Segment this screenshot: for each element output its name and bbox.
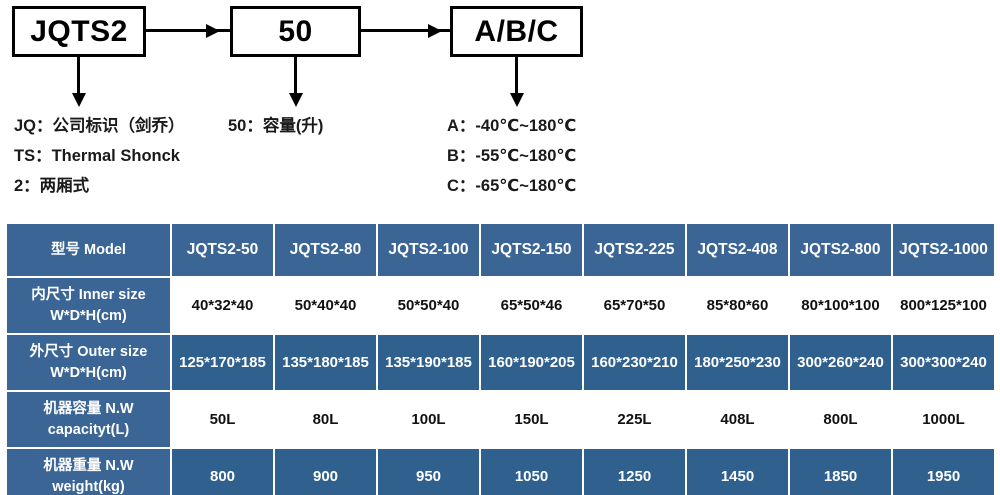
diagram-box-capacity: 50 <box>230 6 361 57</box>
legend-line-c: C：-65℃~180℃ <box>447 177 577 195</box>
cell-weight-1: 900 <box>275 449 376 495</box>
row-label-capacity-line2: capacityt(L) <box>47 421 130 438</box>
header-model-6: JQTS2-800 <box>790 224 891 276</box>
row-label-inner-size: 内尺寸 Inner size W*D*H(cm) <box>7 278 170 333</box>
cell-inner-3: 65*50*46 <box>481 278 582 333</box>
cell-inner-6: 80*100*100 <box>790 278 891 333</box>
row-label-inner-size-line2: W*D*H(cm) <box>50 307 127 324</box>
row-label-outer-size-line2: W*D*H(cm) <box>50 364 127 381</box>
specification-table: 型号 Model JQTS2-50 JQTS2-80 JQTS2-100 JQT… <box>5 222 996 495</box>
model-code-diagram: JQTS2 50 A/B/C JQ：公司标识（剑乔） TS：Thermal Sh… <box>0 0 1000 212</box>
header-label-model: 型号 Model <box>7 224 170 276</box>
cell-outer-4: 160*230*210 <box>584 335 685 390</box>
table-row-weight: 机器重量 N.W weight(kg) 800 900 950 1050 125… <box>7 449 994 495</box>
cell-outer-6: 300*260*240 <box>790 335 891 390</box>
cell-capacity-1: 80L <box>275 392 376 447</box>
cell-weight-7: 1950 <box>893 449 994 495</box>
cell-weight-4: 1250 <box>584 449 685 495</box>
cell-inner-7: 800*125*100 <box>893 278 994 333</box>
arrow-down-icon-2 <box>288 93 303 107</box>
row-label-outer-size: 外尺寸 Outer size W*D*H(cm) <box>7 335 170 390</box>
cell-weight-3: 1050 <box>481 449 582 495</box>
table-row-inner-size: 内尺寸 Inner size W*D*H(cm) 40*32*40 50*40*… <box>7 278 994 333</box>
cell-weight-5: 1450 <box>687 449 788 495</box>
legend-model-prefix: JQ：公司标识（剑乔） TS：Thermal Shonck 2：两厢式 <box>14 111 185 201</box>
connector-line-1 <box>146 29 230 32</box>
legend-line-b: B：-55℃~180℃ <box>447 147 577 165</box>
cell-capacity-4: 225L <box>584 392 685 447</box>
legend-line-ts: TS：Thermal Shonck <box>14 147 180 165</box>
legend-temp-class: A：-40℃~180℃ B：-55℃~180℃ C：-65℃~180℃ <box>447 111 576 201</box>
cell-inner-4: 65*70*50 <box>584 278 685 333</box>
drop-line-1 <box>77 57 80 96</box>
header-model-3: JQTS2-150 <box>481 224 582 276</box>
cell-weight-0: 800 <box>172 449 273 495</box>
legend-capacity: 50：容量(升) <box>228 111 323 141</box>
arrow-down-icon-1 <box>71 93 86 107</box>
diagram-box-temp-class: A/B/C <box>450 6 583 57</box>
cell-weight-6: 1850 <box>790 449 891 495</box>
drop-line-2 <box>294 57 297 96</box>
cell-outer-0: 125*170*185 <box>172 335 273 390</box>
cell-capacity-3: 150L <box>481 392 582 447</box>
row-label-weight-line1: 机器重量 N.W <box>43 457 134 474</box>
row-label-capacity: 机器容量 N.W capacityt(L) <box>7 392 170 447</box>
cell-outer-2: 135*190*185 <box>378 335 479 390</box>
drop-line-3 <box>515 57 518 96</box>
cell-weight-2: 950 <box>378 449 479 495</box>
header-model-1: JQTS2-80 <box>275 224 376 276</box>
cell-inner-5: 85*80*60 <box>687 278 788 333</box>
header-model-4: JQTS2-225 <box>584 224 685 276</box>
legend-line-2: 2：两厢式 <box>14 177 90 195</box>
row-label-outer-size-line1: 外尺寸 Outer size <box>29 343 148 360</box>
table-row-capacity: 机器容量 N.W capacityt(L) 50L 80L 100L 150L … <box>7 392 994 447</box>
row-label-capacity-line1: 机器容量 N.W <box>43 400 134 417</box>
connector-line-2 <box>361 29 450 32</box>
cell-capacity-2: 100L <box>378 392 479 447</box>
cell-capacity-6: 800L <box>790 392 891 447</box>
header-model-0: JQTS2-50 <box>172 224 273 276</box>
cell-inner-1: 50*40*40 <box>275 278 376 333</box>
table-header-row: 型号 Model JQTS2-50 JQTS2-80 JQTS2-100 JQT… <box>7 224 994 276</box>
legend-line-a: A：-40℃~180℃ <box>447 117 577 135</box>
header-model-5: JQTS2-408 <box>687 224 788 276</box>
row-label-inner-size-line1: 内尺寸 Inner size <box>31 286 146 303</box>
cell-capacity-0: 50L <box>172 392 273 447</box>
cell-inner-0: 40*32*40 <box>172 278 273 333</box>
diagram-box-model-prefix: JQTS2 <box>12 6 146 57</box>
cell-inner-2: 50*50*40 <box>378 278 479 333</box>
legend-line-capacity: 50：容量(升) <box>228 117 324 135</box>
header-model-7: JQTS2-1000 <box>893 224 994 276</box>
cell-outer-5: 180*250*230 <box>687 335 788 390</box>
legend-line-jq: JQ：公司标识（剑乔） <box>14 117 185 135</box>
arrow-down-icon-3 <box>509 93 524 107</box>
cell-outer-1: 135*180*185 <box>275 335 376 390</box>
header-model-2: JQTS2-100 <box>378 224 479 276</box>
row-label-weight-line2: weight(kg) <box>52 478 125 495</box>
arrow-right-icon-2 <box>428 23 442 38</box>
arrow-right-icon-1 <box>206 23 220 38</box>
cell-capacity-5: 408L <box>687 392 788 447</box>
row-label-weight: 机器重量 N.W weight(kg) <box>7 449 170 495</box>
cell-outer-7: 300*300*240 <box>893 335 994 390</box>
table-row-outer-size: 外尺寸 Outer size W*D*H(cm) 125*170*185 135… <box>7 335 994 390</box>
cell-capacity-7: 1000L <box>893 392 994 447</box>
cell-outer-3: 160*190*205 <box>481 335 582 390</box>
